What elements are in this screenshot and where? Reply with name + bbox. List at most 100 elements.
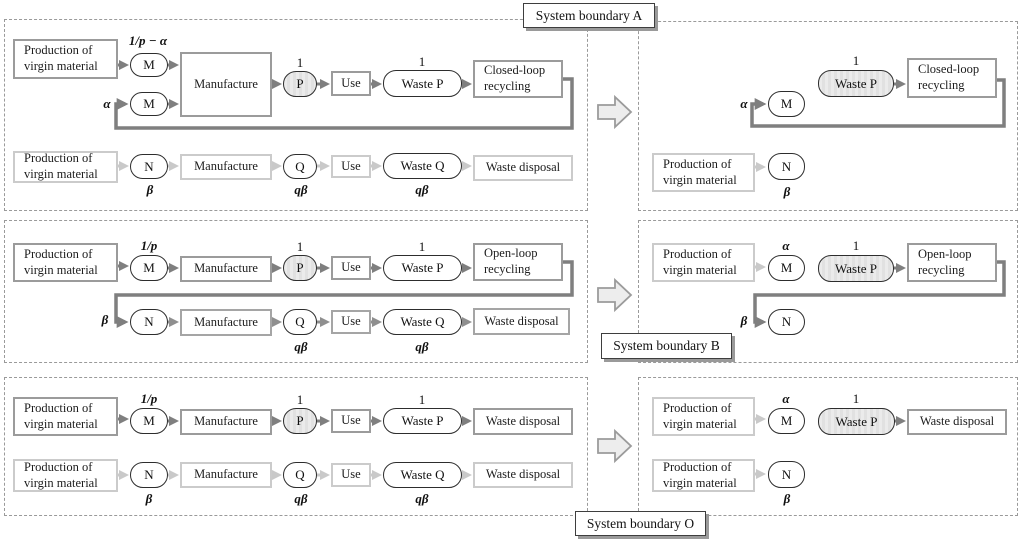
manufacture-box: Manufacture bbox=[180, 154, 272, 180]
box-line: Production of bbox=[663, 156, 732, 171]
flow-node-m: M bbox=[130, 53, 168, 77]
box-line: Closed-loop bbox=[918, 62, 980, 77]
system-boundary-o-label: System boundary O bbox=[575, 511, 706, 536]
production-virgin-material-box: Production of virgin material bbox=[652, 153, 755, 192]
use-box: Use bbox=[331, 71, 371, 96]
manufacture-box: Manufacture bbox=[180, 462, 272, 488]
flow-value-label: α bbox=[103, 96, 111, 111]
box-line: recycling bbox=[918, 78, 965, 92]
production-virgin-material-box: Production of virgin material bbox=[13, 397, 118, 436]
waste-q-node: Waste Q bbox=[383, 309, 462, 335]
manufacture-box: Manufacture bbox=[180, 409, 272, 435]
manufacture-box: Manufacture bbox=[180, 309, 272, 336]
flow-value-label: 1 bbox=[852, 238, 860, 253]
box-line: virgin material bbox=[663, 475, 737, 490]
a-right-flow-arrows bbox=[750, 78, 1006, 173]
flow-node-m: M bbox=[768, 255, 805, 281]
waste-disposal-box: Waste disposal bbox=[473, 308, 570, 335]
flow-value-label: β bbox=[740, 313, 748, 328]
flow-node-n: N bbox=[768, 309, 805, 335]
flow-value-label: qβ bbox=[294, 491, 308, 506]
waste-p-node: Waste P bbox=[383, 255, 462, 281]
box-line: Open-loop bbox=[918, 246, 972, 261]
a-right-recycle-feedback-line bbox=[750, 78, 1006, 128]
flow-value-label: 1 bbox=[296, 392, 304, 407]
transform-arrow-b-icon bbox=[597, 277, 633, 313]
panel-b-expanded bbox=[4, 220, 588, 363]
flow-node-p: P bbox=[283, 255, 317, 281]
production-virgin-material-box: Production of virgin material bbox=[652, 459, 755, 492]
b-right-flow-arrows bbox=[753, 260, 1006, 328]
flow-value-label: 1/p bbox=[140, 391, 158, 406]
o-right-flow-arrows bbox=[755, 413, 907, 480]
flow-node-n: N bbox=[130, 309, 168, 335]
box-line: virgin material bbox=[663, 262, 737, 277]
open-loop-recycling-box: Open-loop recycling bbox=[907, 243, 997, 282]
box-line: Production of bbox=[663, 246, 732, 261]
box-line: recycling bbox=[484, 262, 531, 276]
box-line: recycling bbox=[484, 79, 531, 93]
flow-node-n: N bbox=[768, 153, 805, 180]
flow-value-label: α bbox=[782, 238, 790, 253]
flow-node-m: M bbox=[768, 408, 805, 434]
flow-value-label: 1 bbox=[418, 239, 426, 254]
transform-arrows bbox=[597, 94, 633, 464]
flow-value-label: qβ bbox=[294, 339, 308, 354]
flow-node-n: N bbox=[130, 462, 168, 488]
production-virgin-material-box: Production of virgin material bbox=[13, 243, 118, 282]
production-virgin-material-box: Production of virgin material bbox=[652, 243, 755, 282]
panel-b-reduced bbox=[638, 220, 1018, 363]
flow-value-label: 1 bbox=[418, 54, 426, 69]
system-boundary-o-text: System boundary O bbox=[586, 515, 695, 531]
flow-value-label: β bbox=[101, 312, 109, 327]
box-line: virgin material bbox=[663, 416, 737, 431]
manufacture-box: Manufacture bbox=[180, 52, 272, 117]
waste-p-node: Waste P bbox=[383, 70, 462, 97]
box-line: Production of bbox=[24, 400, 93, 415]
use-box: Use bbox=[331, 409, 371, 433]
use-box: Use bbox=[331, 463, 371, 487]
panel-o-reduced bbox=[638, 377, 1018, 516]
flow-value-label: 1 bbox=[296, 239, 304, 254]
flow-node-p: P bbox=[283, 71, 317, 97]
box-line: Production of bbox=[24, 246, 93, 261]
flow-node-p: P bbox=[283, 408, 317, 434]
box-line: Production of bbox=[24, 459, 93, 474]
production-virgin-material-box: Production of virgin material bbox=[13, 39, 118, 79]
flow-value-label: 1/p − α bbox=[128, 33, 168, 48]
use-box: Use bbox=[331, 256, 371, 280]
use-box: Use bbox=[331, 310, 371, 334]
a-left-recycle-feedback-line bbox=[114, 77, 574, 130]
box-line: virgin material bbox=[24, 59, 98, 73]
flow-value-label: 1 bbox=[418, 392, 426, 407]
box-line: virgin material bbox=[24, 475, 98, 490]
box-line: virgin material bbox=[663, 172, 737, 187]
flow-node-q: Q bbox=[283, 154, 317, 179]
production-virgin-material-box: Production of virgin material bbox=[652, 397, 755, 436]
flow-value-label: 1 bbox=[852, 53, 860, 68]
production-virgin-material-box: Production of virgin material bbox=[13, 459, 118, 492]
transform-arrow-a-icon bbox=[597, 94, 633, 130]
box-line: virgin material bbox=[24, 262, 98, 277]
flow-value-label: β bbox=[145, 491, 153, 506]
waste-p-node: Waste P bbox=[383, 408, 462, 434]
open-loop-recycling-box: Open-loop recycling bbox=[473, 243, 563, 281]
flow-node-q: Q bbox=[283, 309, 317, 335]
flow-value-label: qβ bbox=[415, 182, 429, 197]
flow-value-label: 1 bbox=[296, 55, 304, 70]
flow-node-q: Q bbox=[283, 462, 317, 488]
flow-value-label: β bbox=[146, 182, 154, 197]
flow-value-label: β bbox=[783, 184, 791, 199]
panel-a-reduced bbox=[638, 21, 1018, 211]
box-line: recycling bbox=[918, 262, 965, 277]
box-line: Open-loop bbox=[484, 246, 538, 261]
b-right-recycle-feedback-line bbox=[753, 260, 1006, 328]
box-line: Production of bbox=[663, 400, 732, 415]
box-line: virgin material bbox=[24, 416, 98, 431]
waste-disposal-box: Waste disposal bbox=[473, 155, 573, 181]
system-boundary-a-label: System boundary A bbox=[523, 3, 655, 28]
b-left-recycle-feedback-line bbox=[114, 260, 574, 328]
panel-o-expanded bbox=[4, 377, 588, 516]
b-left-primary-flow-arrows bbox=[114, 260, 574, 328]
